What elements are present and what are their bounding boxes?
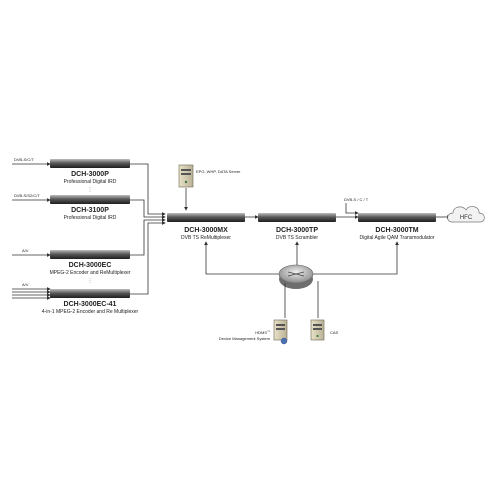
rack-unit-dch3000ec	[50, 250, 130, 259]
cloud-hfc: HFC	[447, 206, 485, 223]
ellipsis-vertical: ⋮	[88, 278, 93, 284]
router-connectors	[204, 241, 399, 318]
device-dch3000mx: DCH-3000MX DVB TS ReMultiplexer	[167, 213, 245, 241]
server-label-cas: CAS	[330, 330, 339, 335]
rack-unit-dch3100p	[50, 195, 130, 204]
device-dch3000ec: A/V DCH-3000EC MPEG-2 Encoder and ReMult…	[12, 248, 131, 276]
device-subtitle-dch3000ec: MPEG-2 Encoder and ReMultiplexer	[50, 270, 131, 276]
server-label-epg: EPG, WHP, DATA Server	[196, 169, 241, 174]
device-dch3000p: DVB-S/C/T DCH-3000P Professional Digital…	[12, 157, 130, 185]
server-tower-icon	[178, 164, 194, 188]
device-subtitle-dch3000mx: DVB TS ReMultiplexer	[181, 235, 231, 241]
input-label-dch3100p: DVB-S/S2/C/T	[14, 193, 40, 198]
rack-unit-dch3000p	[50, 159, 130, 168]
server-epg: EPG, WHP, DATA Server	[178, 164, 241, 211]
ellipsis-vertical: ⋮	[88, 187, 93, 193]
device-dch3000tp: DCH-3000TP DVB TS Scrambler	[258, 213, 336, 241]
tm-input-line	[345, 203, 359, 215]
device-dch3000ec41: A/V DCH-3000EC-41 4-in-1 MPEG-2 Encoder …	[12, 282, 139, 315]
input-label-dch3000p: DVB-S/C/T	[14, 157, 34, 162]
globe-icon	[280, 337, 288, 345]
device-title-dch3000tp: DCH-3000TP	[276, 227, 318, 234]
server-label-hdms: HDMS™	[255, 330, 270, 336]
device-title-dch3000ec41: DCH-3000EC-41	[64, 301, 117, 308]
rack-unit-dch3000tp	[258, 213, 336, 222]
device-title-dch3100p: DCH-3100P	[71, 207, 109, 214]
device-dch3100p: DVB-S/S2/C/T DCH-3100P Professional Digi…	[12, 193, 130, 221]
device-subtitle-dch3100p: Professional Digital IRD	[64, 215, 117, 221]
device-subtitle-dch3000p: Professional Digital IRD	[64, 179, 117, 185]
device-dch3000tm: DVB-S / C / T DCH-3000TM Digital Agile Q…	[344, 197, 436, 241]
device-title-dch3000p: DCH-3000P	[71, 171, 109, 178]
device-title-dch3000tm: DCH-3000TM	[375, 227, 418, 234]
device-subtitle-dch3000tm: Digital Agile QAM Transmodulator	[359, 235, 434, 241]
server-cas: CAS	[310, 319, 339, 341]
device-subtitle-dch3000tp: DVB TS Scrambler	[276, 235, 318, 241]
router	[278, 264, 314, 289]
cloud-label-hfc: HFC	[460, 215, 473, 221]
device-title-dch3000ec: DCH-3000EC	[69, 262, 112, 269]
device-title-dch3000mx: DCH-3000MX	[184, 227, 228, 234]
cloud-icon	[447, 206, 485, 223]
input-label-dch3000tm: DVB-S / C / T	[344, 197, 369, 202]
rack-unit-dch3000mx	[167, 213, 245, 222]
server-hdms: HDMS™ Device Management System	[219, 319, 288, 345]
rack-unit-dch3000ec41	[50, 289, 130, 298]
input-label-dch3000ec: A/V	[22, 248, 29, 253]
device-subtitle-dch3000ec41: 4-in-1 MPEG-2 Encoder and Re Multiplexer	[42, 309, 139, 315]
connector-lines-to-mx	[130, 163, 166, 295]
input-label-dch3000ec41: A/V	[22, 282, 29, 287]
rack-unit-dch3000tm	[358, 213, 436, 222]
server-sublabel-hdms: Device Management System	[219, 336, 271, 341]
